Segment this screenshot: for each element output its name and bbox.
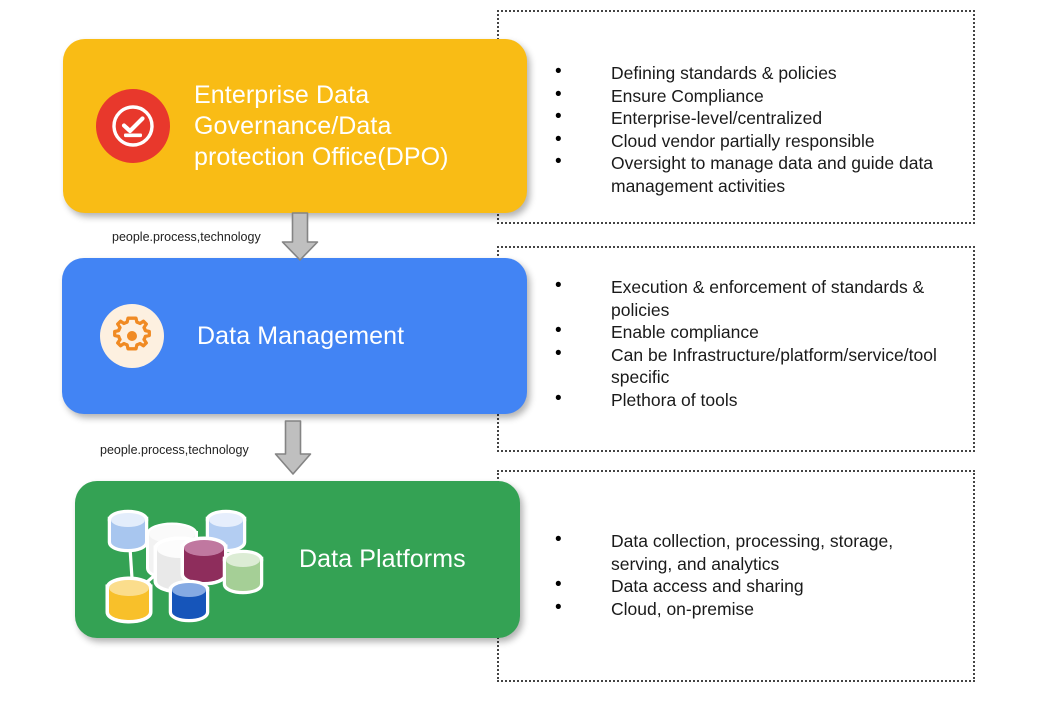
- note-item: Data access and sharing: [549, 574, 955, 598]
- db-cylinder-blue-topleft: [107, 509, 149, 552]
- note-item: Oversight to manage data and guide data …: [549, 151, 955, 197]
- note-item: Defining standards & policies: [549, 61, 955, 85]
- note-item: Enable compliance: [549, 320, 955, 344]
- db-cylinder-darkblue: [168, 579, 210, 622]
- connector-arrow-2: [272, 420, 314, 476]
- note-item: Cloud, on-premise: [549, 597, 955, 621]
- connector-label-2: people.process,technology: [100, 443, 249, 457]
- database-cluster-icon: [97, 496, 267, 624]
- db-cylinder-magenta: [180, 536, 228, 585]
- note-list-management: Execution & enforcement of standards & p…: [549, 275, 955, 412]
- gear-icon: [100, 304, 164, 368]
- note-item: Can be Infrastructure/platform/service/t…: [549, 343, 955, 389]
- stage-box-governance[interactable]: Enterprise Data Governance/Data protecti…: [63, 39, 527, 213]
- note-list-platforms: Data collection, processing, storage, se…: [549, 529, 955, 621]
- approval-check-icon: [96, 89, 170, 163]
- note-panel-management: Execution & enforcement of standards & p…: [497, 246, 975, 452]
- note-panel-governance: Defining standards & policies Ensure Com…: [497, 10, 975, 224]
- note-item: Execution & enforcement of standards & p…: [549, 275, 955, 321]
- note-item: Enterprise-level/centralized: [549, 106, 955, 130]
- db-cylinder-green: [222, 549, 264, 594]
- stage-box-management[interactable]: Data Management: [62, 258, 527, 414]
- note-panel-platforms: Data collection, processing, storage, se…: [497, 470, 975, 682]
- connector-arrow-1: [279, 212, 321, 262]
- connector-label-1: people.process,technology: [112, 230, 261, 244]
- stage-box-platforms[interactable]: Data Platforms: [75, 481, 520, 638]
- stage-title-governance: Enterprise Data Governance/Data protecti…: [194, 80, 449, 171]
- note-item: Data collection, processing, storage, se…: [549, 529, 955, 575]
- note-list-governance: Defining standards & policies Ensure Com…: [549, 61, 955, 197]
- stage-title-management: Data Management: [197, 321, 405, 350]
- stage-title-platforms: Data Platforms: [299, 545, 466, 573]
- note-item: Ensure Compliance: [549, 84, 955, 108]
- note-item: Cloud vendor partially responsible: [549, 129, 955, 153]
- note-item: Plethora of tools: [549, 388, 955, 412]
- db-cylinder-yellow: [105, 576, 153, 623]
